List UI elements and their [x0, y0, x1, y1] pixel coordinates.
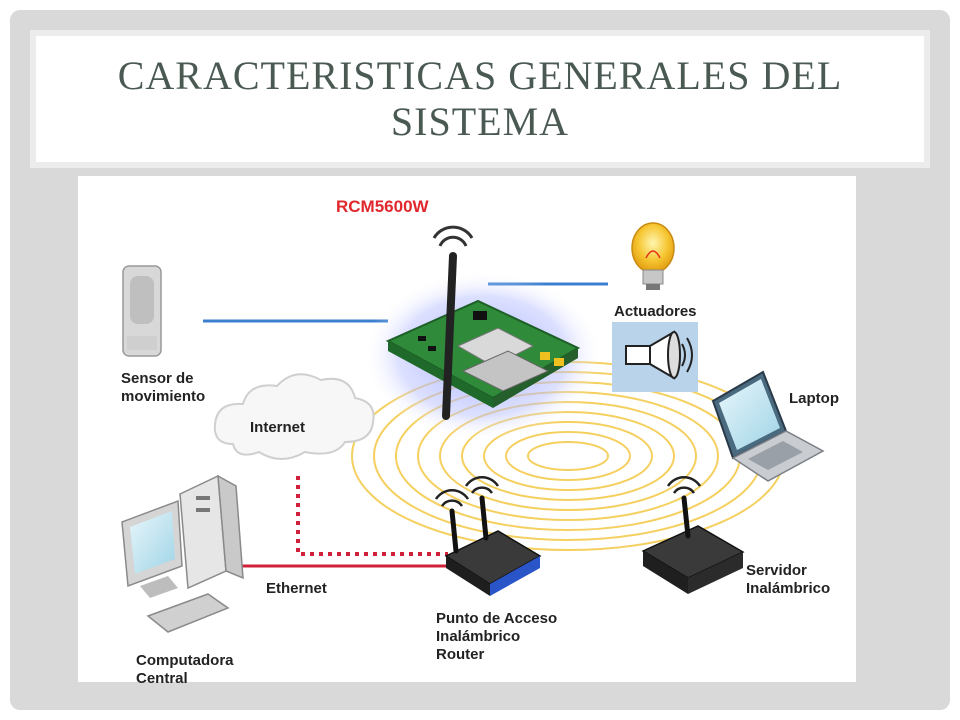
internet-label: Internet: [250, 419, 306, 436]
horn-actuator-icon: [612, 322, 698, 392]
internet-dotted-link: [296, 476, 448, 556]
light-bulb-icon: [631, 222, 675, 290]
rcm5600w-label: RCM5600W: [336, 197, 429, 216]
title-box: CARACTERISTICAS GENERALES DEL SISTEMA: [30, 30, 930, 168]
laptop-device: [711, 370, 825, 482]
central-computer-label: Computadora Central: [136, 652, 234, 687]
access-point-label: Punto de Acceso Inalámbrico Router: [436, 610, 558, 663]
laptop-label: Laptop: [789, 390, 839, 407]
internet-cloud: [213, 373, 375, 460]
rcm5600w-module: [363, 225, 603, 441]
slide-title: CARACTERISTICAS GENERALES DEL SISTEMA: [117, 53, 843, 144]
network-diagram: RCM5600W Sensor de movimiento Actuadores…: [78, 176, 856, 687]
motion-sensor-label: Sensor de movimiento: [121, 370, 206, 405]
actuators-label: Actuadores: [614, 303, 697, 320]
diagram-canvas: [121, 222, 825, 633]
ethernet-label: Ethernet: [266, 580, 327, 597]
access-point-router-device: [434, 476, 542, 596]
wireless-server-device: [641, 476, 745, 594]
motion-sensor-device: [122, 265, 162, 357]
wireless-server-label: Servidor Inalámbrico: [746, 562, 831, 597]
central-computer-device: [121, 474, 244, 633]
